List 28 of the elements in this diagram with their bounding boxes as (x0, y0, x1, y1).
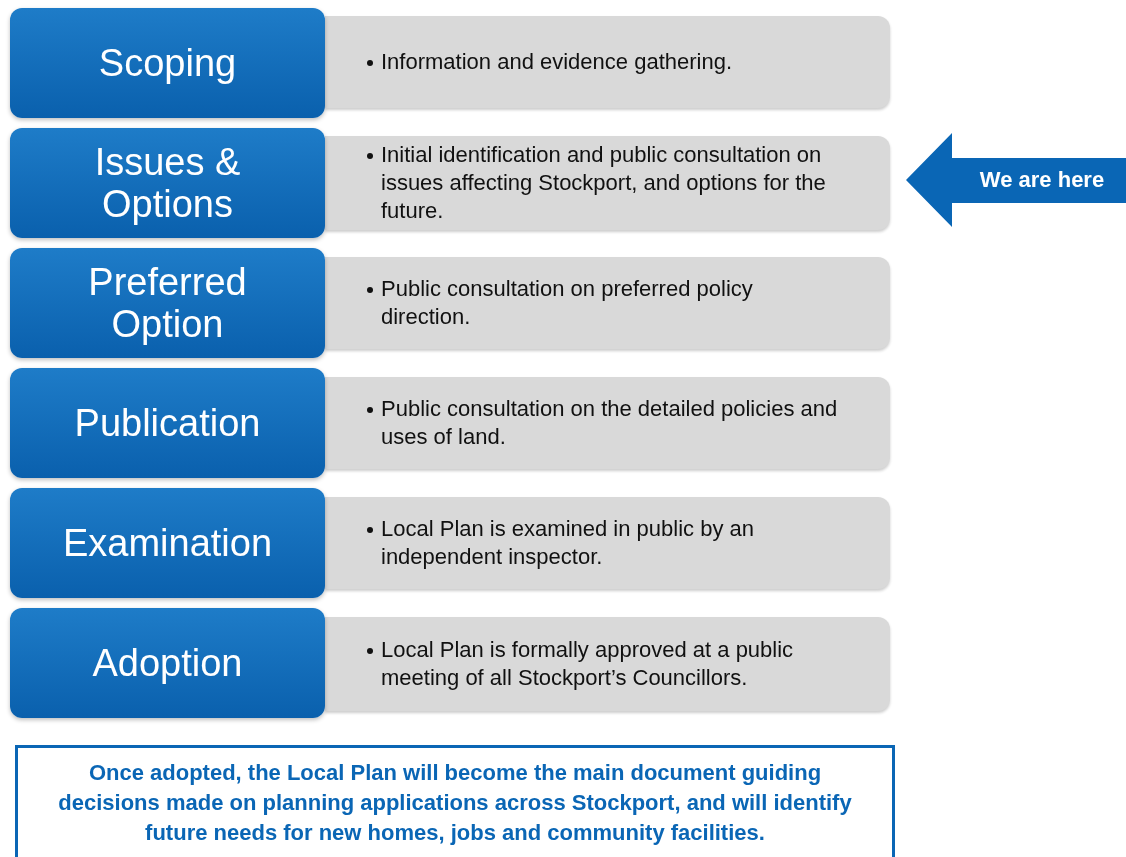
description-box (325, 257, 890, 349)
stage-description: Public consultation on the detailed policies and uses of land. (381, 396, 838, 449)
stage-box (10, 128, 325, 238)
stage-box (10, 8, 325, 118)
stage-title: Preferred Option (87, 261, 248, 345)
stage-box (10, 488, 325, 598)
stage-title: Scoping (98, 42, 237, 84)
description-box (325, 16, 890, 108)
stage-title: Publication (74, 402, 261, 444)
note-text: Once adopted, the Local Plan will become the main document guiding decisions made on planning applications across Stockport, and will identify future needs for new homes, jobs and community facilities. (57, 758, 853, 847)
description-box (325, 617, 890, 711)
description-box (325, 377, 890, 469)
stage-description: Public consultation on preferred policy direction. (381, 276, 753, 329)
stage-description: Initial identification and public consultation on issues affecting Stockport, and options for the future. (381, 142, 826, 223)
stage-description: Local Plan is examined in public by an independent inspector. (381, 516, 754, 569)
stage-description: Information and evidence gathering. (381, 49, 732, 74)
description-box (325, 497, 890, 589)
stage-title: Examination (62, 522, 273, 564)
stage-box (10, 248, 325, 358)
stage-box (10, 608, 325, 718)
stage-box (10, 368, 325, 478)
note-box (15, 745, 895, 857)
stage-title: Issues & Options (93, 141, 242, 225)
description-box (325, 136, 890, 230)
stage-description: Local Plan is formally approved at a public meeting of all Stockport’s Councillors. (381, 637, 794, 690)
arrow-label: We are here (979, 167, 1105, 193)
you-are-here-arrow (906, 133, 1126, 227)
stage-title: Adoption (92, 642, 243, 684)
